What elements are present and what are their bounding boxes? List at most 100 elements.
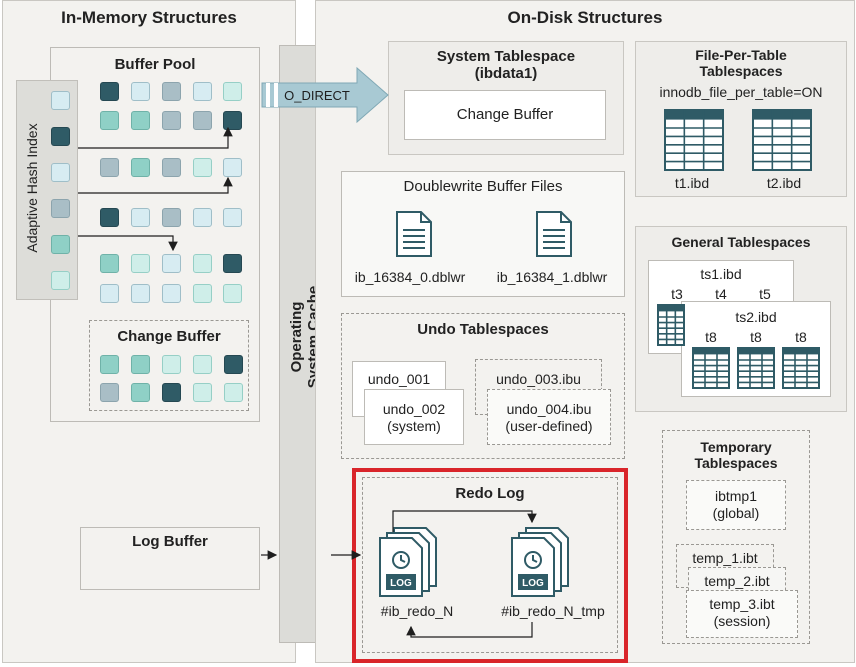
system-tablespace-title-line2: (ibdata1) bbox=[474, 65, 538, 82]
buffer-pool-page bbox=[131, 158, 150, 177]
temp-3-label: temp_3.ibt (session) bbox=[686, 596, 798, 630]
redo-log-title: Redo Log bbox=[455, 485, 525, 502]
undo-001-label: undo_001 bbox=[367, 371, 431, 387]
undo-004-name: undo_004.ibu bbox=[506, 401, 592, 417]
redo-file-1-label: #ib_redo_N bbox=[380, 603, 454, 619]
adaptive-hash-index-label: Adaptive Hash Index bbox=[24, 123, 40, 253]
memory-change-buffer-title: Change Buffer bbox=[117, 328, 221, 345]
buffer-pool-title: Buffer Pool bbox=[114, 56, 196, 73]
log-buffer bbox=[80, 527, 260, 590]
memory-change-buffer bbox=[89, 320, 249, 411]
dblwr-file-0-label: ib_16384_0.dblwr bbox=[354, 269, 466, 285]
undo-004-note: (user-defined) bbox=[505, 418, 593, 434]
hash-index-entry bbox=[51, 163, 70, 182]
change-buffer-page bbox=[100, 383, 119, 402]
temp-3-note: (session) bbox=[713, 613, 771, 629]
buffer-pool-page bbox=[100, 284, 119, 303]
hash-index-entry bbox=[51, 199, 70, 218]
temporary-title-line1: Temporary bbox=[700, 439, 772, 455]
buffer-pool-page bbox=[223, 208, 242, 227]
temp-3-ibt bbox=[686, 590, 798, 638]
buffer-pool-page bbox=[131, 254, 150, 273]
buffer-pool-page bbox=[223, 254, 242, 273]
buffer-pool-page bbox=[223, 158, 242, 177]
buffer-pool-page bbox=[193, 284, 212, 303]
buffer-pool-page bbox=[100, 158, 119, 177]
on-disk-title: On-Disk Structures bbox=[507, 8, 663, 27]
undo-tablespaces bbox=[341, 313, 625, 459]
ts1-ibd-label: ts1.ibd bbox=[700, 266, 742, 282]
change-buffer-page bbox=[224, 383, 243, 402]
buffer-pool-page bbox=[100, 82, 119, 101]
ts1-table-t3: t3 bbox=[671, 286, 683, 302]
os-cache-label-line1: Operating bbox=[288, 301, 305, 373]
ts1-table-t4: t4 bbox=[715, 286, 727, 302]
change-buffer-page bbox=[131, 355, 150, 374]
temp-3-name: temp_3.ibt bbox=[709, 596, 775, 612]
temp-1-label: temp_1.ibt bbox=[692, 550, 758, 566]
buffer-pool-page bbox=[223, 284, 242, 303]
undo-004-label: undo_004.ibu (user-defined) bbox=[487, 401, 611, 435]
change-buffer-page bbox=[162, 383, 181, 402]
buffer-pool-page bbox=[131, 111, 150, 130]
change-buffer-page bbox=[224, 355, 243, 374]
undo-002-name: undo_002 bbox=[382, 401, 446, 417]
change-buffer-page bbox=[193, 383, 212, 402]
buffer-pool-page bbox=[223, 111, 242, 130]
ts1-table-t5: t5 bbox=[759, 286, 771, 302]
buffer-pool-page bbox=[193, 208, 212, 227]
hash-index-entry bbox=[51, 127, 70, 146]
buffer-pool-page bbox=[162, 208, 181, 227]
system-tablespace-title-line1: System Tablespace bbox=[436, 48, 576, 65]
adaptive-hash-index bbox=[16, 80, 78, 300]
buffer-pool-page bbox=[193, 111, 212, 130]
buffer-pool-page bbox=[223, 82, 242, 101]
doublewrite-title: Doublewrite Buffer Files bbox=[403, 178, 563, 195]
undo-tablespaces-title: Undo Tablespaces bbox=[417, 321, 549, 338]
ibtmp1-name: ibtmp1 bbox=[714, 488, 758, 504]
disk-change-buffer bbox=[404, 90, 606, 140]
buffer-pool-page bbox=[100, 254, 119, 273]
t1-ibd-label: t1.ibd bbox=[674, 175, 710, 191]
buffer-pool-page bbox=[162, 254, 181, 273]
undo-002 bbox=[364, 389, 464, 445]
buffer-pool-page bbox=[100, 111, 119, 130]
buffer-pool-page bbox=[193, 82, 212, 101]
change-buffer-page bbox=[131, 383, 150, 402]
ibtmp1 bbox=[686, 480, 786, 530]
undo-003-label: undo_003.ibu bbox=[496, 371, 581, 387]
hash-index-entry bbox=[51, 271, 70, 290]
temporary-title-line2: Tablespaces bbox=[694, 455, 778, 471]
buffer-pool-page bbox=[100, 208, 119, 227]
hash-index-entry bbox=[51, 91, 70, 110]
temp-2-label: temp_2.ibt bbox=[704, 573, 770, 589]
temporary-tablespaces bbox=[662, 430, 810, 644]
ts2-table-t8-b: t8 bbox=[750, 329, 762, 345]
hash-index-entry bbox=[51, 235, 70, 254]
ts2-ibd-label: ts2.ibd bbox=[735, 309, 777, 325]
in-memory-title: In-Memory Structures bbox=[61, 8, 237, 27]
t2-ibd-label: t2.ibd bbox=[766, 175, 802, 191]
ibtmp1-note: (global) bbox=[712, 505, 760, 521]
buffer-pool-page bbox=[162, 284, 181, 303]
file-per-table-title-line1: File-Per-Table bbox=[695, 47, 787, 63]
ibtmp1-label: ibtmp1 (global) bbox=[686, 488, 786, 522]
buffer-pool-page bbox=[193, 158, 212, 177]
buffer-pool-page bbox=[131, 82, 150, 101]
buffer-pool-page bbox=[162, 82, 181, 101]
buffer-pool-page bbox=[131, 284, 150, 303]
undo-002-note: (system) bbox=[387, 418, 441, 434]
system-tablespace-title: System Tablespace (ibdata1) bbox=[388, 48, 624, 82]
general-tablespaces-title: General Tablespaces bbox=[671, 234, 811, 250]
undo-002-label: undo_002 (system) bbox=[364, 401, 464, 435]
buffer-pool-page bbox=[162, 158, 181, 177]
file-per-table-setting: innodb_file_per_table=ON bbox=[659, 84, 823, 100]
ts2-table-t8-a: t8 bbox=[705, 329, 717, 345]
file-per-table-title-line2: Tablespaces bbox=[699, 63, 783, 79]
change-buffer-page bbox=[193, 355, 212, 374]
buffer-pool-page bbox=[162, 111, 181, 130]
dblwr-file-1-label: ib_16384_1.dblwr bbox=[496, 269, 608, 285]
redo-log bbox=[362, 477, 618, 653]
buffer-pool-page bbox=[131, 208, 150, 227]
redo-log-highlight bbox=[352, 468, 628, 663]
